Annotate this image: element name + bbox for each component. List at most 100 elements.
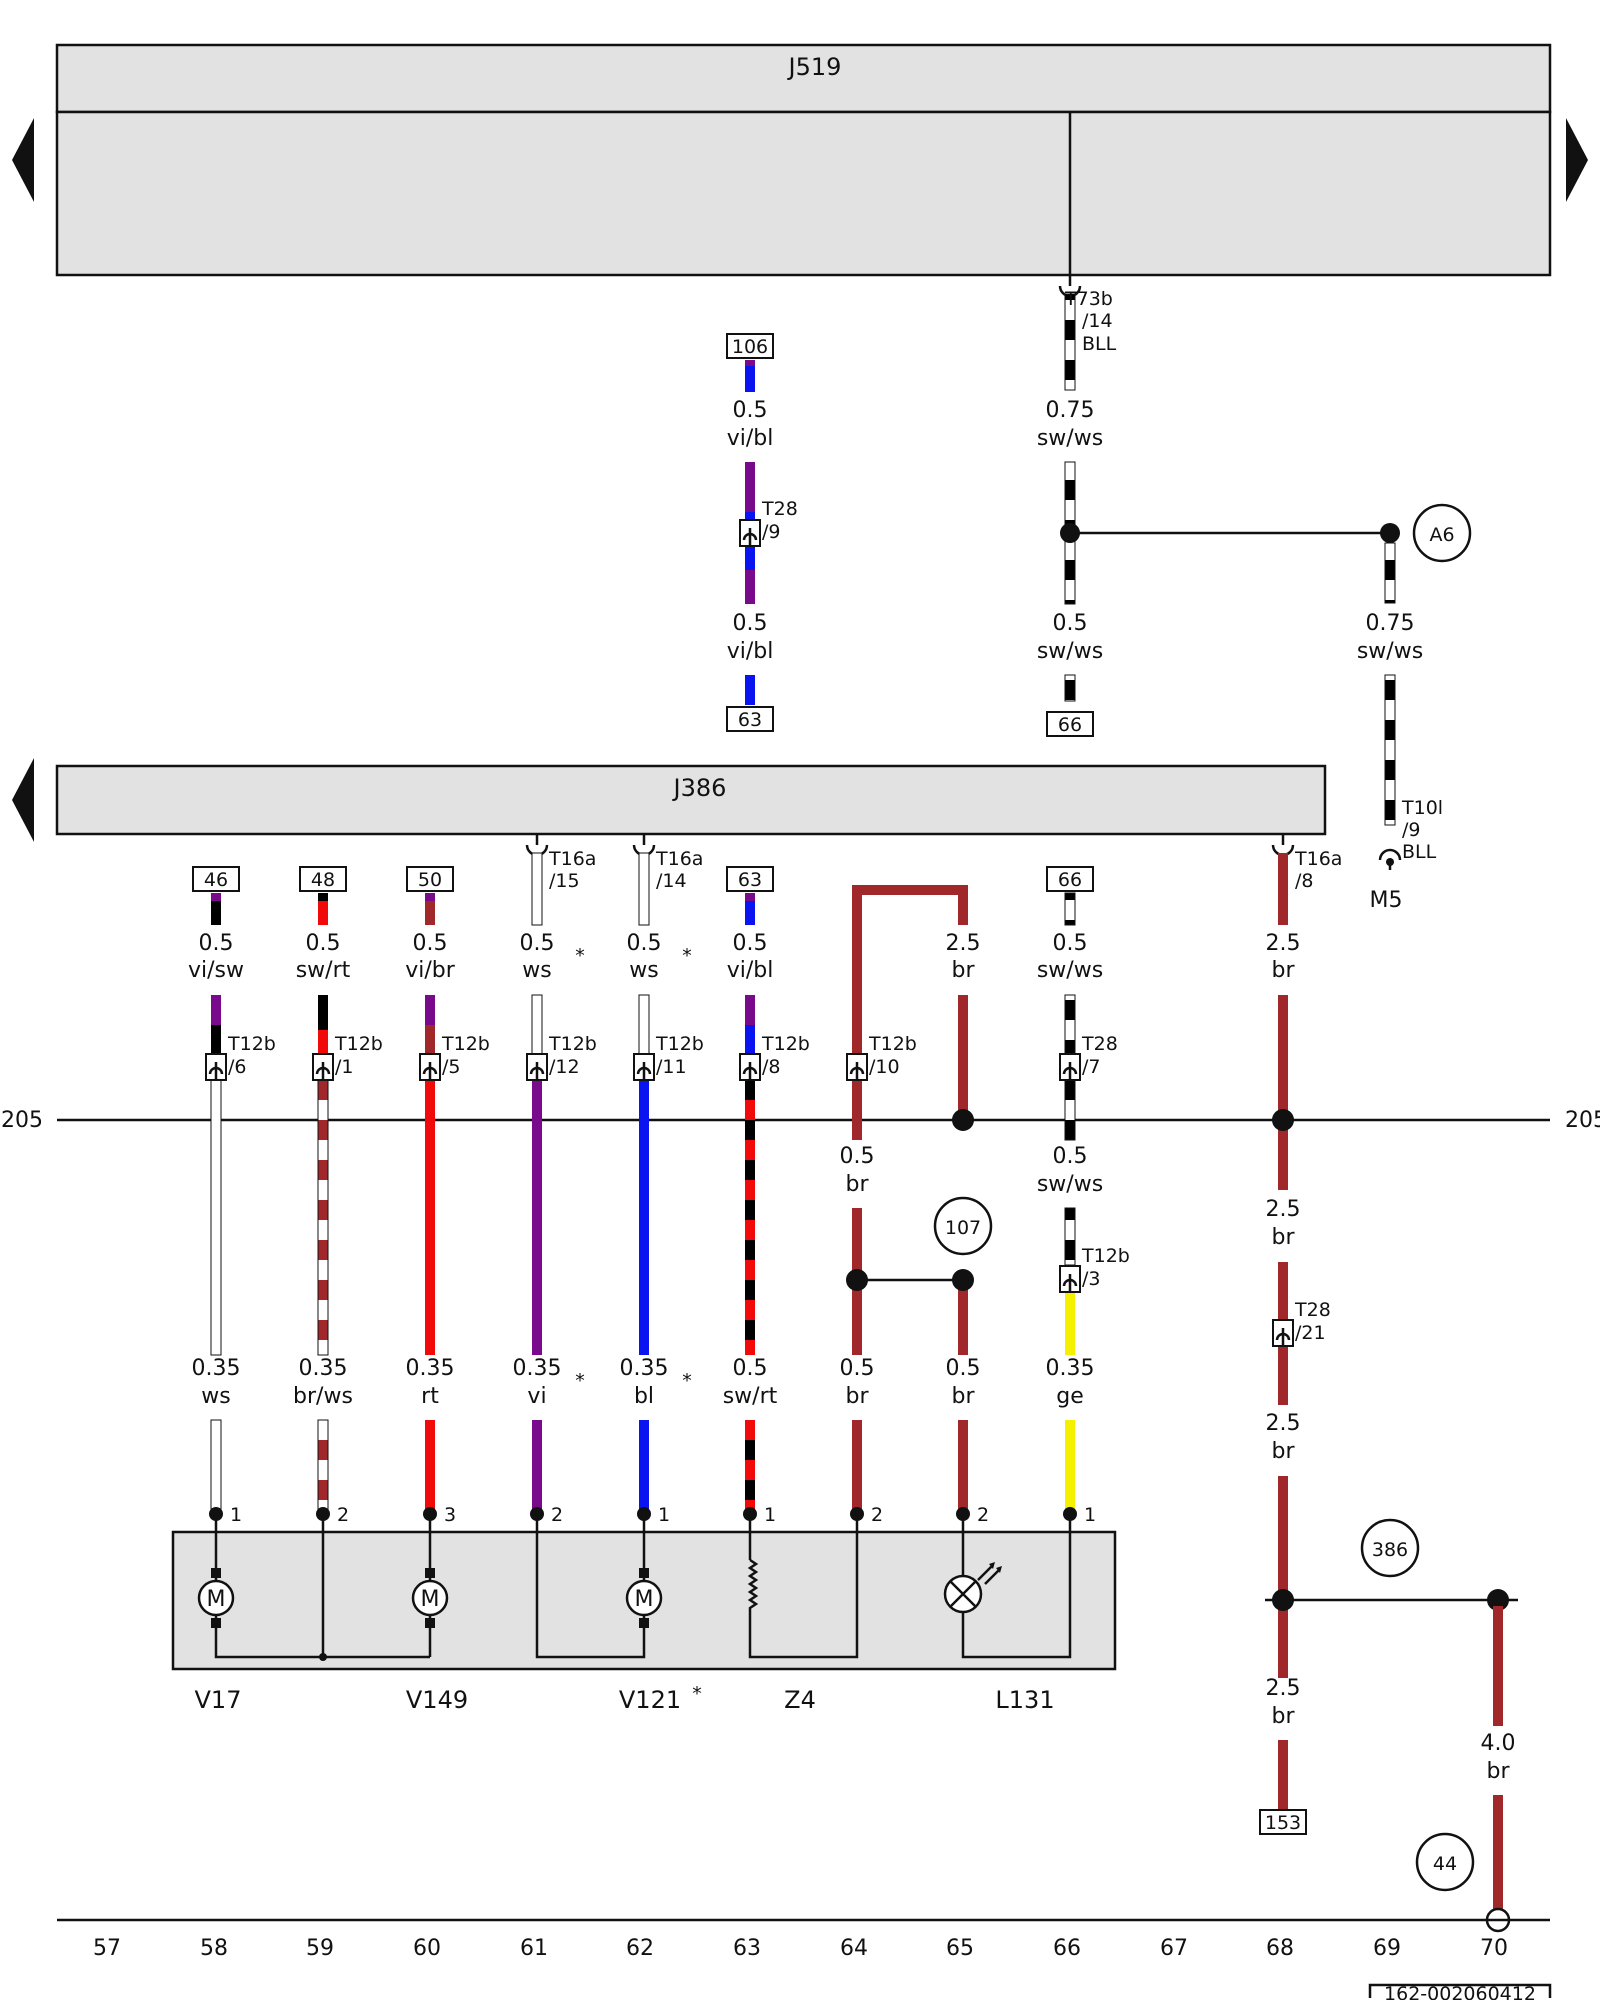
svg-text:/8: /8: [762, 1056, 781, 1078]
svg-text:vi/bl: vi/bl: [727, 958, 774, 983]
relay-box-50[interactable]: [406, 866, 454, 892]
svg-text:ws: ws: [629, 958, 658, 983]
svg-text:63: 63: [738, 709, 762, 731]
wire-column-63: 63 0.5 vi/bl T12b /8 0.5 sw/rt: [723, 866, 810, 1512]
svg-text:0.5: 0.5: [946, 1356, 981, 1381]
svg-text:50: 50: [418, 869, 442, 891]
svg-text:/14: /14: [1082, 310, 1113, 332]
relay-box-66-top[interactable]: [1046, 711, 1094, 737]
svg-text:T12b: T12b: [441, 1033, 490, 1055]
svg-text:sw/rt: sw/rt: [723, 1384, 778, 1409]
page-left-arrow-icon-2[interactable]: [12, 758, 34, 842]
svg-text:/14: /14: [656, 870, 687, 892]
page-left-arrow-icon[interactable]: [12, 118, 34, 202]
svg-text:br: br: [845, 1384, 869, 1409]
wire-column-61: T16a /15 0.5 ws * T12b /12 0.35 vi *: [513, 834, 597, 1512]
svg-text:br: br: [951, 1384, 975, 1409]
svg-text:*: *: [682, 1370, 692, 1392]
svg-text:62: 62: [626, 1936, 654, 1961]
component-label-v121: V121: [619, 1686, 681, 1714]
page-right-arrow-icon[interactable]: [1566, 118, 1588, 202]
svg-text:T73b: T73b: [1064, 288, 1113, 310]
svg-text:*: *: [575, 945, 585, 967]
svg-text:0.35: 0.35: [299, 1356, 348, 1381]
relay-box-48[interactable]: [299, 866, 347, 892]
wire-column-62: T16a /14 0.5 ws * T12b /11 0.35 bl *: [620, 834, 704, 1512]
component-housing: M M M: [171, 1514, 1117, 1671]
junction-dot: [1380, 523, 1400, 543]
ref-circle-a6[interactable]: [1412, 503, 1472, 563]
relay-box-66[interactable]: [1046, 866, 1094, 892]
svg-text:BLL: BLL: [1082, 333, 1117, 355]
svg-text:rt: rt: [421, 1384, 439, 1409]
svg-text:2.5: 2.5: [1266, 1676, 1301, 1701]
svg-text:66: 66: [1058, 869, 1082, 891]
svg-text:br: br: [845, 1172, 869, 1197]
svg-text:2: 2: [337, 1504, 349, 1526]
svg-text:0.5: 0.5: [840, 1144, 875, 1169]
svg-text:T16a: T16a: [1294, 848, 1342, 870]
svg-text:/9: /9: [1402, 819, 1421, 841]
svg-text:T12b: T12b: [655, 1033, 704, 1055]
svg-text:T16a: T16a: [655, 848, 703, 870]
svg-text:ws: ws: [201, 1384, 230, 1409]
relay-box-63[interactable]: [726, 866, 774, 892]
svg-text:T12b: T12b: [548, 1033, 597, 1055]
ref-circle-386[interactable]: [1360, 1518, 1420, 1578]
svg-text:T28: T28: [1294, 1299, 1331, 1321]
svg-text:0.5: 0.5: [199, 931, 234, 956]
svg-text:vi/bl: vi/bl: [727, 426, 774, 451]
relay-box-63-top[interactable]: [726, 706, 774, 732]
svg-text:0.5: 0.5: [627, 931, 662, 956]
svg-text:61: 61: [520, 1936, 548, 1961]
svg-text:/6: /6: [228, 1056, 247, 1078]
svg-text:0.5: 0.5: [413, 931, 448, 956]
svg-text:M: M: [207, 1587, 226, 1612]
svg-text:T12b: T12b: [761, 1033, 810, 1055]
wire-column-58: 46 0.5 vi/sw T12b /6 0.35 ws: [188, 866, 276, 1513]
svg-text:65: 65: [946, 1936, 974, 1961]
grid-number-row: 57 58 59 60 61 62 63 64 65 66 67 68 69 7…: [93, 1936, 1508, 1961]
connector-t28-9: T28 /9: [739, 498, 798, 547]
svg-text:/1: /1: [335, 1056, 354, 1078]
star-v121: *: [692, 1683, 702, 1705]
relay-box-46[interactable]: [192, 866, 240, 892]
svg-text:vi/br: vi/br: [405, 958, 456, 983]
wire-column-60: 50 0.5 vi/br T12b /5 0.35 rt: [405, 866, 490, 1512]
svg-text:0.35: 0.35: [192, 1356, 241, 1381]
svg-text:48: 48: [311, 869, 335, 891]
junction-dot: [846, 1269, 868, 1291]
svg-text:386: 386: [1372, 1539, 1408, 1561]
wire-column-68: T16a /8 2.5 br 2.5 br T28 /21 2.5 br 386…: [1259, 834, 1518, 1835]
svg-text:br: br: [1486, 1759, 1510, 1784]
svg-text:0.5: 0.5: [1053, 611, 1088, 636]
svg-text:A6: A6: [1429, 524, 1454, 546]
svg-text:2: 2: [871, 1504, 883, 1526]
svg-text:vi/bl: vi/bl: [727, 639, 774, 664]
component-label-l131: L131: [995, 1686, 1054, 1714]
svg-text:64: 64: [840, 1936, 868, 1961]
svg-text:br: br: [1271, 958, 1295, 983]
connector-t10l: T10l /9 BLL: [1378, 797, 1443, 870]
svg-text:sw/rt: sw/rt: [296, 958, 351, 983]
relay-box-106[interactable]: [726, 333, 774, 359]
svg-text:0.5: 0.5: [840, 1356, 875, 1381]
svg-text:0.5: 0.5: [520, 931, 555, 956]
junction-dot: [1487, 1589, 1509, 1611]
svg-text:0.5: 0.5: [733, 611, 768, 636]
svg-text:T12b: T12b: [1081, 1245, 1130, 1267]
svg-text:68: 68: [1266, 1936, 1294, 1961]
svg-text:60: 60: [413, 1936, 441, 1961]
svg-text:0.5: 0.5: [306, 931, 341, 956]
footer-code: 162-002060412: [1384, 1983, 1536, 2000]
footer-code-box: [1368, 1983, 1552, 1998]
wire-column-66: 66 0.5 sw/ws T28 /7 0.5 sw/ws T12b /3 0.…: [1037, 866, 1130, 1512]
ref-circle-44[interactable]: [1415, 1832, 1475, 1892]
svg-text:66: 66: [1058, 714, 1082, 736]
svg-text:/10: /10: [869, 1056, 900, 1078]
relay-box-153[interactable]: [1259, 1809, 1307, 1835]
ref-circle-107[interactable]: [933, 1196, 993, 1256]
svg-text:0.35: 0.35: [620, 1356, 669, 1381]
motor-v17-icon: M: [197, 1568, 235, 1628]
wire-column-70: 4.0 br 44: [1415, 1606, 1516, 1933]
